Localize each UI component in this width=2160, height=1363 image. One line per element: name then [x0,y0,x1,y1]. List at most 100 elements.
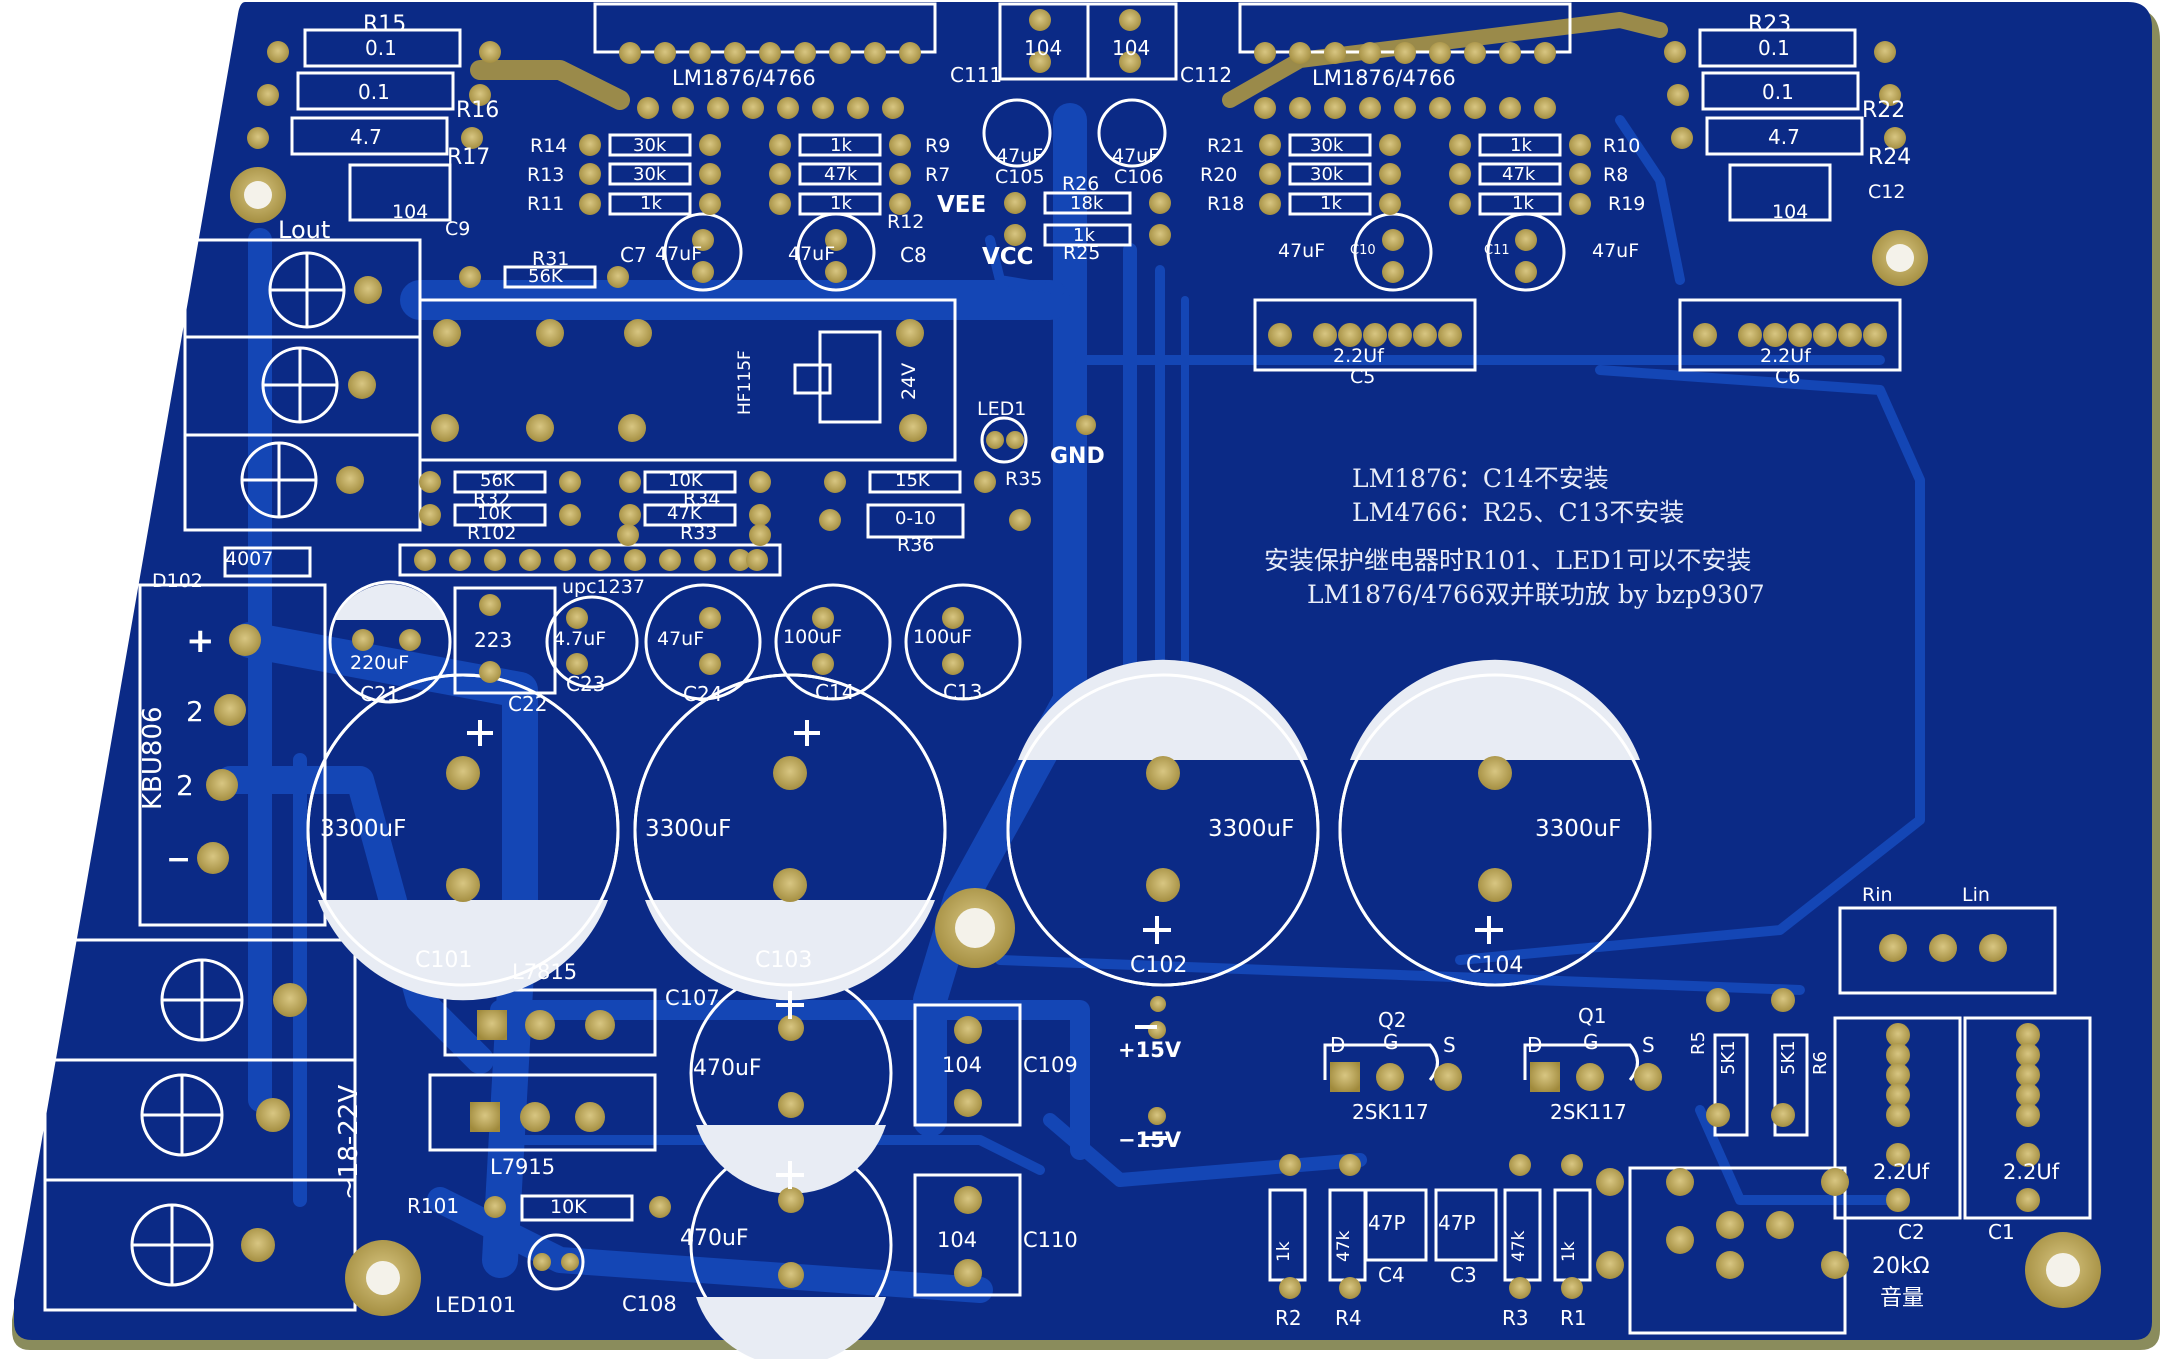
label-r5: R5 [1688,1031,1709,1055]
label-c112: C112 [1180,63,1233,87]
label-led101: LED101 [435,1293,517,1317]
value-r16: 0.1 [358,80,390,104]
label-c8: C8 [900,243,927,267]
value-c105: 47uF [996,145,1044,167]
value-r35: 15K [895,470,930,491]
cap-shading [318,583,1640,1363]
label-c111: C111 [950,63,1003,87]
label-upc1237: upc1237 [562,576,645,598]
label-c101: C101 [415,948,473,973]
value-c9: 104 [392,201,429,223]
value-r12: 1k [830,193,852,214]
value-c21: 220uF [350,652,410,674]
label-r102: R102 [467,522,517,544]
label-lin: Lin [1962,884,1990,906]
value-c23: 4.7uF [553,628,607,650]
label-r3: R3 [1502,1306,1529,1330]
label-r9: R9 [925,135,951,157]
label-r8: R8 [1603,164,1629,186]
value-r102: 10K [477,503,512,524]
label-c4: C4 [1378,1263,1405,1287]
label-r21: R21 [1207,135,1245,157]
value-r24: 4.7 [1768,125,1800,149]
value-r36: 0-10 [895,508,936,529]
value-r32: 56K [480,470,515,491]
note-lm1876: LM1876：C14不安装 [1352,464,1609,493]
value-c107: 470uF [693,1056,762,1081]
label-c14: C14 [815,680,855,704]
pads [197,9,2040,1299]
value-c11: 47uF [1592,240,1640,262]
label-r15: R15 [363,12,407,37]
label-c24: C24 [683,682,723,706]
label-r4: R4 [1335,1306,1362,1330]
value-r19: 1k [1512,193,1534,214]
value-c24: 47uF [657,628,705,650]
label-c6: C6 [1775,366,1801,388]
value-r14: 30k [633,135,667,156]
label-plus15v: +15V [1118,1038,1182,1062]
polarity-marks [467,720,1503,1189]
label-q1-g: G [1583,1030,1599,1054]
value-c111: 104 [1024,36,1063,60]
value-r13: 30k [633,164,667,185]
value-r10: 1k [1510,135,1532,156]
value-c109: 104 [942,1053,983,1077]
value-r23: 0.1 [1758,36,1790,60]
copper-traces [216,12,1925,1303]
label-r18: R18 [1207,193,1245,215]
label-r19: R19 [1608,193,1646,215]
label-d102: D102 [152,570,203,592]
label-c107: C107 [665,986,720,1010]
label-r10: R10 [1603,135,1641,157]
value-c103: 3300uF [645,816,732,842]
label-r24: R24 [1868,145,1912,170]
value-r15: 0.1 [365,36,397,60]
label-c109: C109 [1023,1053,1078,1077]
label-r6: R6 [1810,1051,1831,1075]
label-lout: Lout [278,216,331,244]
label-r36: R36 [897,534,935,556]
label-r1: R1 [1560,1306,1587,1330]
label-q2-part: 2SK117 [1352,1100,1429,1124]
label-c11: C11 [1484,243,1510,258]
label-bridge-minus: − [166,842,192,877]
label-r33: R33 [680,522,718,544]
mount-holes [230,167,2101,1316]
value-c14: 100uF [783,626,843,648]
label-vcc: VCC [982,244,1034,270]
value-d102: 4007 [225,548,274,570]
value-r8: 47k [1502,164,1536,185]
label-c102: C102 [1130,953,1188,978]
label-ic-right: LM1876/4766 [1312,66,1456,90]
label-bridge-plus: + [186,621,215,661]
label-c12: C12 [1868,181,1906,203]
value-c101: 3300uF [320,816,407,842]
value-c112: 104 [1112,36,1151,60]
value-r33: 47K [667,503,702,524]
value-c104: 3300uF [1535,816,1622,842]
label-r26: R26 [1062,173,1100,195]
value-r34: 10K [668,470,703,491]
value-c22: 223 [474,628,513,652]
value-r101: 10K [550,1196,587,1218]
label-q1: Q1 [1578,1004,1607,1028]
label-ac-input: ~18-22V [334,1084,364,1200]
label-c1: C1 [1988,1220,2015,1244]
label-c110: C110 [1023,1228,1078,1252]
value-c12: 104 [1772,201,1809,223]
label-q2-d: D [1330,1033,1346,1057]
label-c108: C108 [622,1292,677,1316]
value-c6: 2.2Uf [1760,345,1811,367]
value-c8: 47uF [788,243,836,265]
label-c7: C7 [620,243,647,267]
value-r22: 0.1 [1762,80,1794,104]
label-r17: R17 [447,145,491,170]
label-c13: C13 [943,680,983,704]
value-r9: 1k [830,135,852,156]
label-q1-d: D [1527,1033,1543,1057]
value-c13: 100uF [913,626,973,648]
label-c22: C22 [508,692,548,716]
